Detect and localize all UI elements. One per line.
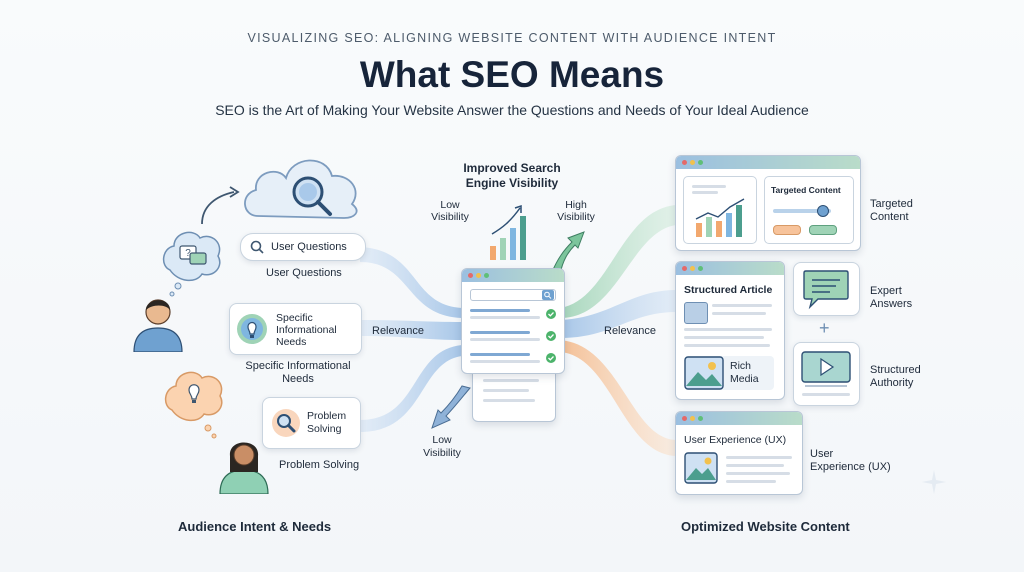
problem-solving-card: Problem Solving (262, 397, 361, 449)
flow-left-bottom (360, 345, 462, 432)
plus-icon: + (819, 318, 830, 338)
expert-answers-card (793, 262, 860, 316)
curved-arrow-icon (201, 186, 240, 225)
rich-media-label-2: Media (730, 373, 759, 385)
slider-track[interactable] (773, 209, 831, 213)
visibility-title-1: Improved Search (463, 161, 561, 175)
visibility-title-2: Engine Visibility (465, 176, 559, 190)
informational-needs-card: Specific Informational Needs (229, 303, 362, 355)
cloud-search-icon (244, 159, 358, 219)
idea-bubble-icon (164, 371, 223, 439)
user-female-icon (219, 442, 269, 494)
optimized-content-section-label: Optimized Website Content (681, 519, 850, 534)
high-visibility-2: Visibility (557, 211, 595, 223)
user-male-icon (133, 299, 183, 352)
ux-caption-1: User (810, 448, 834, 460)
question-bubble-icon: ? (162, 231, 221, 297)
growth-chart-icon (695, 198, 745, 237)
sparkle-icon (922, 470, 946, 494)
targeted-content-panel: Targeted Content (764, 176, 854, 244)
video-player-icon (801, 351, 851, 387)
magnifier-icon (272, 409, 300, 437)
search-box-text: User Questions (271, 241, 347, 253)
flow-right-mid (560, 290, 676, 338)
search-icon (250, 240, 264, 254)
slider-handle[interactable] (817, 205, 829, 217)
image-icon (684, 452, 718, 484)
search-icon (542, 290, 554, 300)
structured-authority-caption-2: Authority (870, 377, 914, 389)
flow-left-top (360, 247, 462, 318)
relevance-label-right: Relevance (604, 325, 656, 337)
lightbulb-icon (237, 314, 267, 344)
user-questions-caption: User Questions (266, 267, 342, 279)
problem-solving-card-text-2: Solving (307, 423, 342, 435)
check-icon (546, 309, 556, 319)
relevance-label-left: Relevance (372, 325, 424, 337)
rich-media-label-1: Rich (730, 360, 752, 372)
expert-answers-caption-1: Expert (870, 285, 902, 297)
arrow-up-icon (551, 231, 585, 275)
informational-needs-card-text: Specific Informational Needs (276, 312, 337, 348)
header-kicker: VISUALIZING SEO: ALIGNING WEBSITE CONTEN… (247, 31, 777, 45)
user-experience-window: User Experience (UX) (675, 411, 803, 495)
arrow-down-icon (431, 385, 471, 429)
orange-pill[interactable] (773, 225, 801, 235)
search-field[interactable] (470, 289, 556, 301)
structured-authority-card (793, 342, 860, 406)
problem-solving-card-text-1: Problem (307, 410, 347, 422)
targeted-content-inner-label: Targeted Content (771, 185, 841, 195)
growth-bars-icon (490, 204, 526, 260)
page-title: What SEO Means (359, 54, 665, 95)
ux-window-heading: User Experience (UX) (684, 434, 787, 446)
targeted-content-caption-1: Targeted (870, 198, 913, 210)
green-pill[interactable] (809, 225, 837, 235)
low-visibility-top-1: Low (440, 199, 460, 211)
check-icon (546, 353, 556, 363)
low-visibility-bottom-2: Visibility (423, 447, 461, 459)
informational-needs-caption-2: Needs (282, 373, 314, 385)
targeted-content-window: Targeted Content (675, 155, 861, 251)
structured-article-window: Structured Article Rich Media (675, 261, 785, 400)
audience-intent-section-label: Audience Intent & Needs (178, 519, 332, 534)
targeted-content-caption-2: Content (870, 211, 909, 223)
structured-article-heading: Structured Article (684, 284, 773, 296)
expert-answers-caption-2: Answers (870, 298, 913, 310)
flow-left-mid (360, 320, 462, 340)
low-visibility-bottom-1: Low (432, 434, 452, 446)
search-results-window (461, 268, 565, 374)
chart-panel (683, 176, 757, 244)
rich-media-block: Rich Media (684, 356, 774, 390)
problem-solving-caption: Problem Solving (279, 459, 360, 471)
user-questions-search-box[interactable]: User Questions (240, 233, 366, 261)
page-subtitle: SEO is the Art of Making Your Website An… (215, 102, 809, 118)
low-visibility-top-2: Visibility (431, 211, 469, 223)
flow-right-top (560, 205, 676, 318)
high-visibility-1: High (565, 199, 587, 211)
chat-bubble-icon (803, 270, 849, 310)
check-icon (546, 331, 556, 341)
image-icon (684, 356, 724, 390)
informational-needs-caption-1: Specific Informational (245, 360, 351, 372)
structured-authority-caption-1: Structured (870, 364, 921, 376)
flow-right-bottom (560, 340, 676, 456)
article-thumbnail (684, 302, 708, 324)
ux-caption-2: Experience (UX) (810, 461, 891, 473)
svg-text:?: ? (185, 248, 191, 259)
